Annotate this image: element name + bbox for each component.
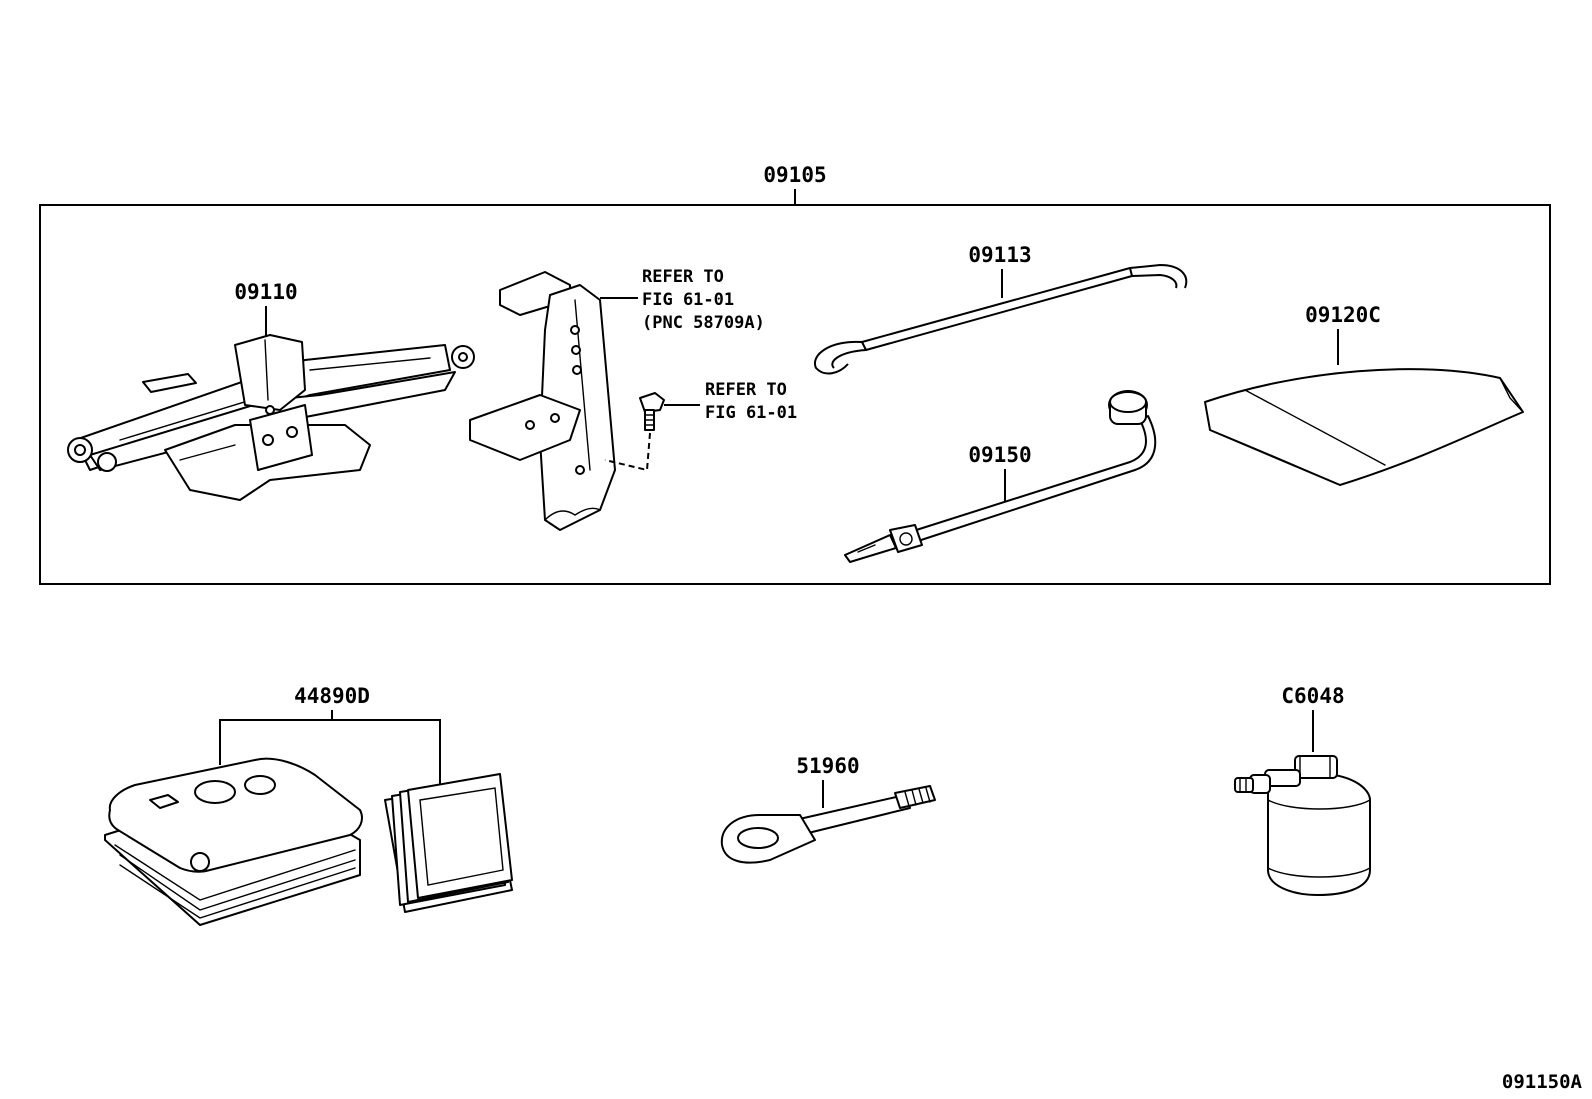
jack-drawing[interactable]: 09110 [67,280,475,501]
bottle-part-label[interactable]: C6048 [1281,684,1344,708]
jack-part-label[interactable]: 09110 [234,280,297,304]
group-label[interactable]: 09105 [763,163,826,187]
bolt-reference-line-1: REFER TO [705,380,787,400]
tow-eye-part-label[interactable]: 51960 [796,754,859,778]
tow-eye-drawing[interactable]: 51960 [720,754,936,864]
bracket-reference-line-1: REFER TO [642,267,724,287]
repair-kit-part-label[interactable]: 44890D [294,684,370,708]
jack-bracket-drawing: REFER TO FIG 61-01 (PNC 58709A) [469,267,765,531]
bracket-reference-line-3[interactable]: (PNC 58709A) [642,313,765,333]
figure-id: 091150A [1502,1071,1583,1093]
bolt-reference-line-2[interactable]: FIG 61-01 [705,403,797,423]
jack-handle-drawing[interactable]: 09113 [813,243,1188,375]
group-box [39,204,1551,585]
jack-handle-part-label[interactable]: 09113 [968,243,1031,267]
wrench-part-label[interactable]: 09150 [968,443,1031,467]
sealant-bottle-drawing[interactable]: C6048 [1234,684,1371,896]
tool-bag-drawing[interactable]: 09120C [1204,303,1524,486]
wrench-drawing[interactable]: 09150 [844,390,1157,563]
bolt-drawing: REFER TO FIG 61-01 [604,380,797,472]
bracket-reference-line-2[interactable]: FIG 61-01 [642,290,734,310]
tool-bag-part-label[interactable]: 09120C [1305,303,1381,327]
repair-kit-drawing[interactable]: 44890D [104,684,513,926]
